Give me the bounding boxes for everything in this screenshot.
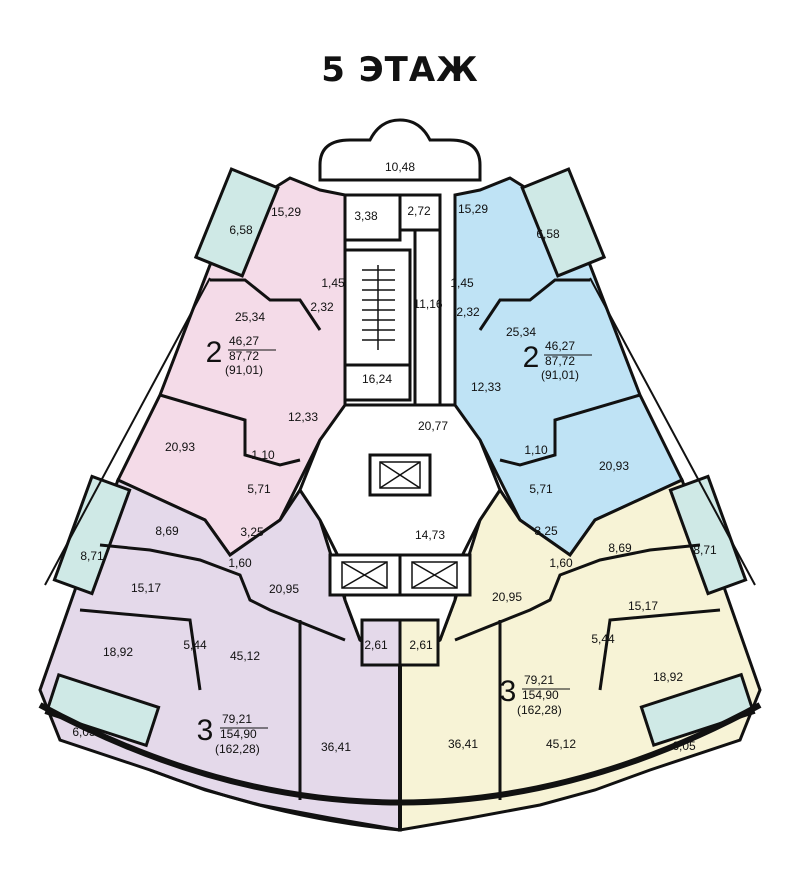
label-tr-balcony: 6,58: [536, 227, 560, 241]
label-tl-wc: 1,45: [321, 276, 345, 290]
balcony-top-left: [193, 167, 280, 278]
label-br-room-b: 18,92: [653, 670, 683, 684]
core-left-small: [343, 193, 402, 242]
bottom-arc-fill-left: [149, 768, 401, 832]
label-bl-total: 154,90: [220, 727, 257, 741]
balcony-top-right: [520, 167, 607, 278]
balcony-right-side: [668, 474, 748, 596]
label-tl-balcony: 6,58: [229, 223, 253, 237]
label-bl-room-b: 18,92: [103, 645, 133, 659]
label-br-rooms-count: 3: [500, 675, 517, 708]
label-bl-wc: 1,60: [228, 556, 252, 570]
label-tl-total: 87,72: [229, 349, 259, 363]
label-tr-storage: 5,71: [529, 482, 553, 496]
label-bl-room-d: 36,41: [321, 740, 351, 754]
label-tr-wc: 1,45: [450, 276, 474, 290]
label-tl-storage: 5,71: [247, 482, 271, 496]
label-br-hall: 20,95: [492, 590, 522, 604]
label-hall: 20,77: [418, 419, 448, 433]
label-bl-bath: 5,44: [183, 638, 207, 652]
label-core-right-small: 2,72: [407, 204, 431, 218]
label-br-total: 154,90: [522, 688, 559, 702]
label-br-total-balcony: (162,28): [517, 703, 562, 717]
label-tr-hall: 12,33: [471, 380, 501, 394]
label-br-wc: 1,60: [549, 556, 573, 570]
label-bl-total-balcony: (162,28): [215, 742, 260, 756]
label-bl-living: 79,21: [222, 712, 252, 726]
label-tr-total: 87,72: [545, 354, 575, 368]
label-stair-landing: 16,24: [362, 372, 392, 386]
label-tl-rooms-count: 2: [206, 336, 223, 369]
label-tl-kitchen: 15,29: [271, 205, 301, 219]
label-tr-living: 46,27: [545, 339, 575, 353]
label-bl-balcony-side: 8,71: [80, 549, 104, 563]
label-bl-room-a: 15,17: [131, 581, 161, 595]
label-tr-wc2: 1,10: [524, 443, 548, 457]
label-tl-total-balcony: (91,01): [225, 363, 263, 377]
stair-landing: [343, 363, 412, 402]
label-bl-room-c: 45,12: [230, 649, 260, 663]
label-br-room-c: 45,12: [546, 737, 576, 751]
label-bl-hall: 20,95: [269, 582, 299, 596]
lift-bottom-left: [328, 553, 402, 597]
floor-title: 5 ЭТАЖ: [321, 50, 479, 90]
label-bl-balcony-bottom: 6,05: [72, 725, 96, 739]
label-bl-kitchen: 8,69: [155, 524, 179, 538]
label-tr-total-balcony: (91,01): [541, 368, 579, 382]
balcony-bottom-left: [44, 673, 161, 748]
label-corridor: 11,16: [413, 297, 442, 311]
label-tl-bedroom: 25,34: [235, 310, 265, 324]
label-tl-entry: 3,25: [240, 525, 264, 539]
core-top-bay: [318, 118, 482, 182]
entry-right: [398, 618, 440, 667]
label-br-balcony-side: 8,71: [693, 543, 717, 557]
label-tr-kitchen: 15,29: [458, 202, 488, 216]
label-tl-hall: 12,33: [288, 410, 318, 424]
label-tr-bath: 2,32: [456, 305, 480, 319]
label-tr-bedroom: 25,34: [506, 325, 536, 339]
label-br-living: 79,21: [524, 673, 554, 687]
stair-treads: [362, 265, 395, 350]
label-bl-rooms-count: 3: [197, 714, 214, 747]
label-top-room: 10,48: [385, 160, 415, 174]
balcony-bottom-right: [639, 672, 756, 747]
label-tl-wc2: 1,10: [251, 448, 275, 462]
interior-walls: [79, 278, 721, 800]
label-br-kitchen: 8,69: [608, 541, 632, 555]
label-tl-living: 46,27: [229, 334, 259, 348]
label-core-left-small: 3,38: [354, 209, 378, 223]
label-bl-entry: 2,61: [364, 638, 388, 652]
label-br-entry: 2,61: [409, 638, 433, 652]
lift-top: [368, 453, 432, 497]
lift-bottom-right: [398, 553, 472, 597]
label-br-room-d: 36,41: [448, 737, 478, 751]
label-br-bath: 5,44: [591, 632, 615, 646]
label-tl-bath: 2,32: [310, 300, 334, 314]
balcony-left-side: [52, 474, 132, 596]
label-tl-room2: 20,93: [165, 440, 195, 454]
label-tr-room2: 20,93: [599, 459, 629, 473]
label-tr-rooms-count: 2: [523, 341, 540, 374]
label-lift-hall: 14,73: [415, 528, 445, 542]
label-br-room-a: 15,17: [628, 599, 658, 613]
label-tr-entry: 3,25: [534, 524, 558, 538]
corridor: [413, 228, 442, 407]
label-br-balcony-bottom: 6,05: [672, 739, 696, 753]
